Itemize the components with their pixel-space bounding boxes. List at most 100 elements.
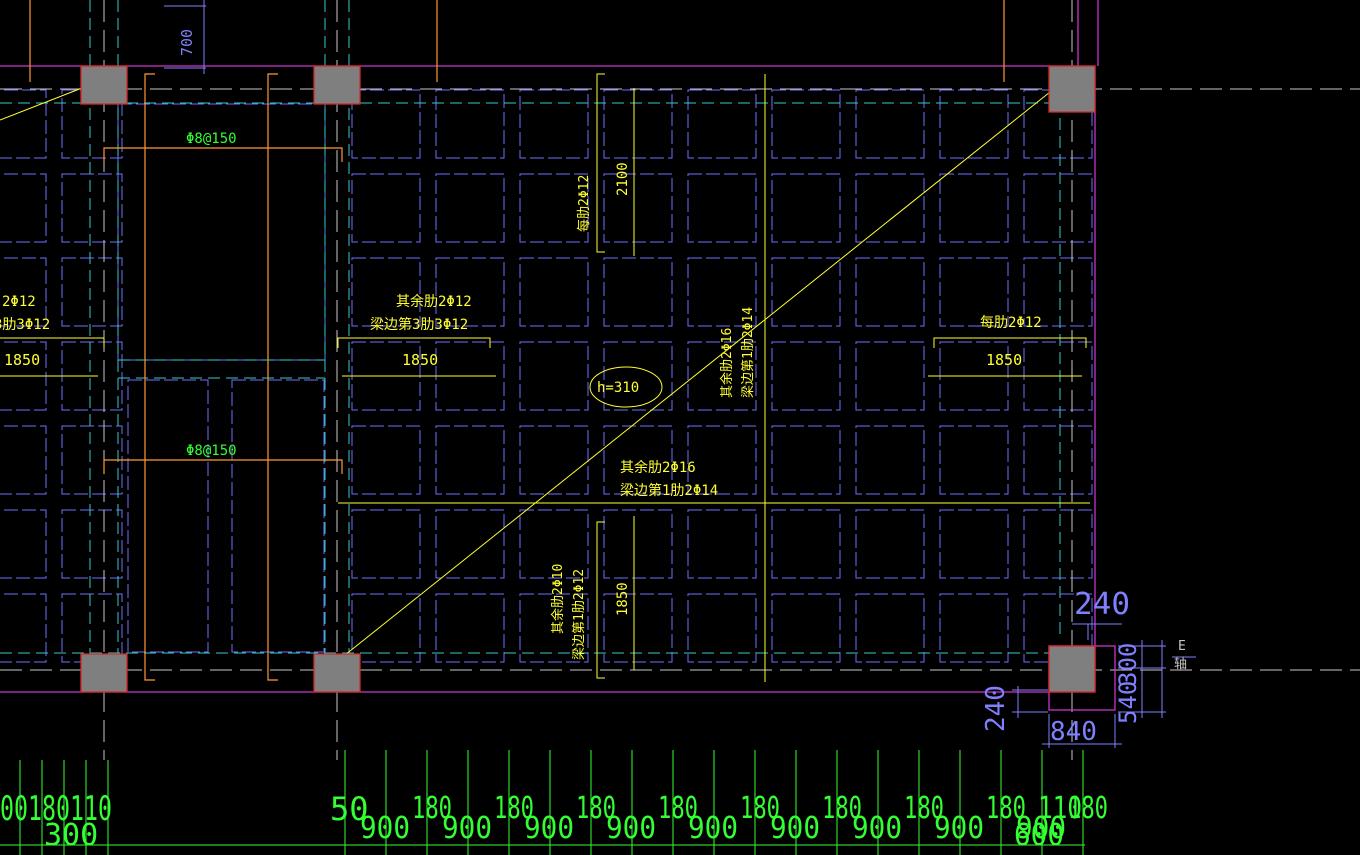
bottom-dim-180: 180 [412, 791, 452, 826]
bottom-dim-900: 900 [442, 811, 492, 846]
bottom-dim-50: 50 [330, 790, 369, 828]
rib-cell [771, 425, 841, 495]
rib-cell [435, 257, 505, 327]
column [313, 65, 361, 105]
rib-cell [939, 89, 1009, 159]
rib-cell [687, 509, 757, 579]
rib-cell [231, 379, 325, 653]
rib-cell [855, 425, 925, 495]
axis-tag-2: 轴 [1174, 657, 1187, 672]
bottom-dim-900: 900 [852, 811, 902, 846]
rebar-lines [0, 73, 1090, 682]
left-partial-2: 3肋3Φ12 [0, 317, 50, 333]
bottom-dim-180: 180 [740, 791, 780, 826]
column [80, 653, 128, 693]
rib-cell [519, 173, 589, 243]
rib-cell [855, 509, 925, 579]
rib-cell [351, 173, 421, 243]
bottom-dims-left: 00180110 [0, 789, 112, 829]
column [313, 653, 361, 693]
rib-cell [61, 509, 123, 579]
rib-cell [771, 89, 841, 159]
rib-cell [519, 593, 589, 663]
rib-cell [939, 173, 1009, 243]
rib-cell [603, 257, 673, 327]
rib-cell [687, 89, 757, 159]
rib-cell [519, 509, 589, 579]
rib-cell [519, 425, 589, 495]
rib-cell [939, 425, 1009, 495]
rib-cell [603, 425, 673, 495]
mid-rest-label: 其余肋2Φ12 [396, 293, 472, 310]
rib-cell [435, 593, 505, 663]
bottom-dim-900: 900 [770, 811, 820, 846]
rib-cell [435, 425, 505, 495]
dim-700-label: 700 [178, 29, 196, 56]
rib-top-vertical-label: 每肋2Φ12 [576, 175, 592, 232]
diag-edge-label: 梁边第1肋2Φ14 [741, 307, 756, 398]
left-partial-1: 2Φ12 [2, 294, 36, 310]
rib-cell [603, 173, 673, 243]
lower-rest-label: 其余肋2Φ10 [550, 564, 566, 634]
bottom-dim-900: 900 [606, 811, 656, 846]
rib-grid [0, 89, 1093, 663]
rib-cell [0, 173, 47, 243]
rib-cell [0, 425, 47, 495]
columns [80, 65, 1096, 693]
rib-cell [855, 257, 925, 327]
rib-cell [435, 89, 505, 159]
bottom-dim-900: 900 [360, 811, 410, 846]
rib-cell [61, 173, 123, 243]
column [80, 65, 128, 105]
rib-cell [435, 509, 505, 579]
right-rib-label: 每肋2Φ12 [980, 315, 1042, 331]
rib-cell [1023, 173, 1093, 243]
mid-dim-1850: 1850 [402, 351, 438, 369]
rib-cell [603, 89, 673, 159]
bottom-dim-180: 180 [658, 791, 698, 826]
stirrup-label-top: Φ8@150 [186, 131, 237, 147]
rib-cell [351, 257, 421, 327]
rib-cell [855, 341, 925, 411]
bottom-dim-180: 180 [1068, 791, 1108, 826]
lower-edge-label: 梁边第1肋2Φ12 [572, 569, 587, 660]
blue-dimensions [164, 0, 1196, 748]
bottom-dim-110: 110 [1038, 791, 1082, 826]
rib-cell [687, 341, 757, 411]
bottom-dim-180: 180 [494, 791, 534, 826]
rib-cell [351, 89, 421, 159]
col-dim-300: 300 [1114, 643, 1142, 686]
bottom-dim-180: 180 [904, 791, 944, 826]
rib-cell [351, 509, 421, 579]
col-dim-540: 540 [1114, 681, 1142, 724]
rib-cell [687, 173, 757, 243]
rib-cell [435, 173, 505, 243]
slab-thickness-label: h=310 [597, 380, 639, 396]
rib-cell [687, 425, 757, 495]
axis-tag: E [1178, 639, 1186, 654]
bottom-dim-180: 180 [986, 791, 1026, 826]
rib-cell [771, 509, 841, 579]
col-dim-840: 840 [1050, 717, 1097, 747]
rib-cell [855, 173, 925, 243]
rib-cell [939, 593, 1009, 663]
rib-cell [687, 593, 757, 663]
beam-outlines [0, 0, 1116, 711]
dim-2100-label: 2100 [615, 162, 631, 196]
rib-cell [1023, 89, 1093, 159]
rib-cell [351, 593, 421, 663]
rib-cell [0, 257, 47, 327]
rib-cell [771, 173, 841, 243]
rib-cell [687, 257, 757, 327]
rib-cell [939, 257, 1009, 327]
col-dim-240-left: 240 [981, 685, 1011, 732]
rib-cell [519, 257, 589, 327]
rib-cell [855, 593, 925, 663]
rib-cell [519, 341, 589, 411]
rib-cell [127, 379, 209, 653]
rib-cell [603, 593, 673, 663]
mid-edge-label: 梁边第3肋3Φ12 [370, 316, 468, 333]
rib-cell [0, 509, 47, 579]
